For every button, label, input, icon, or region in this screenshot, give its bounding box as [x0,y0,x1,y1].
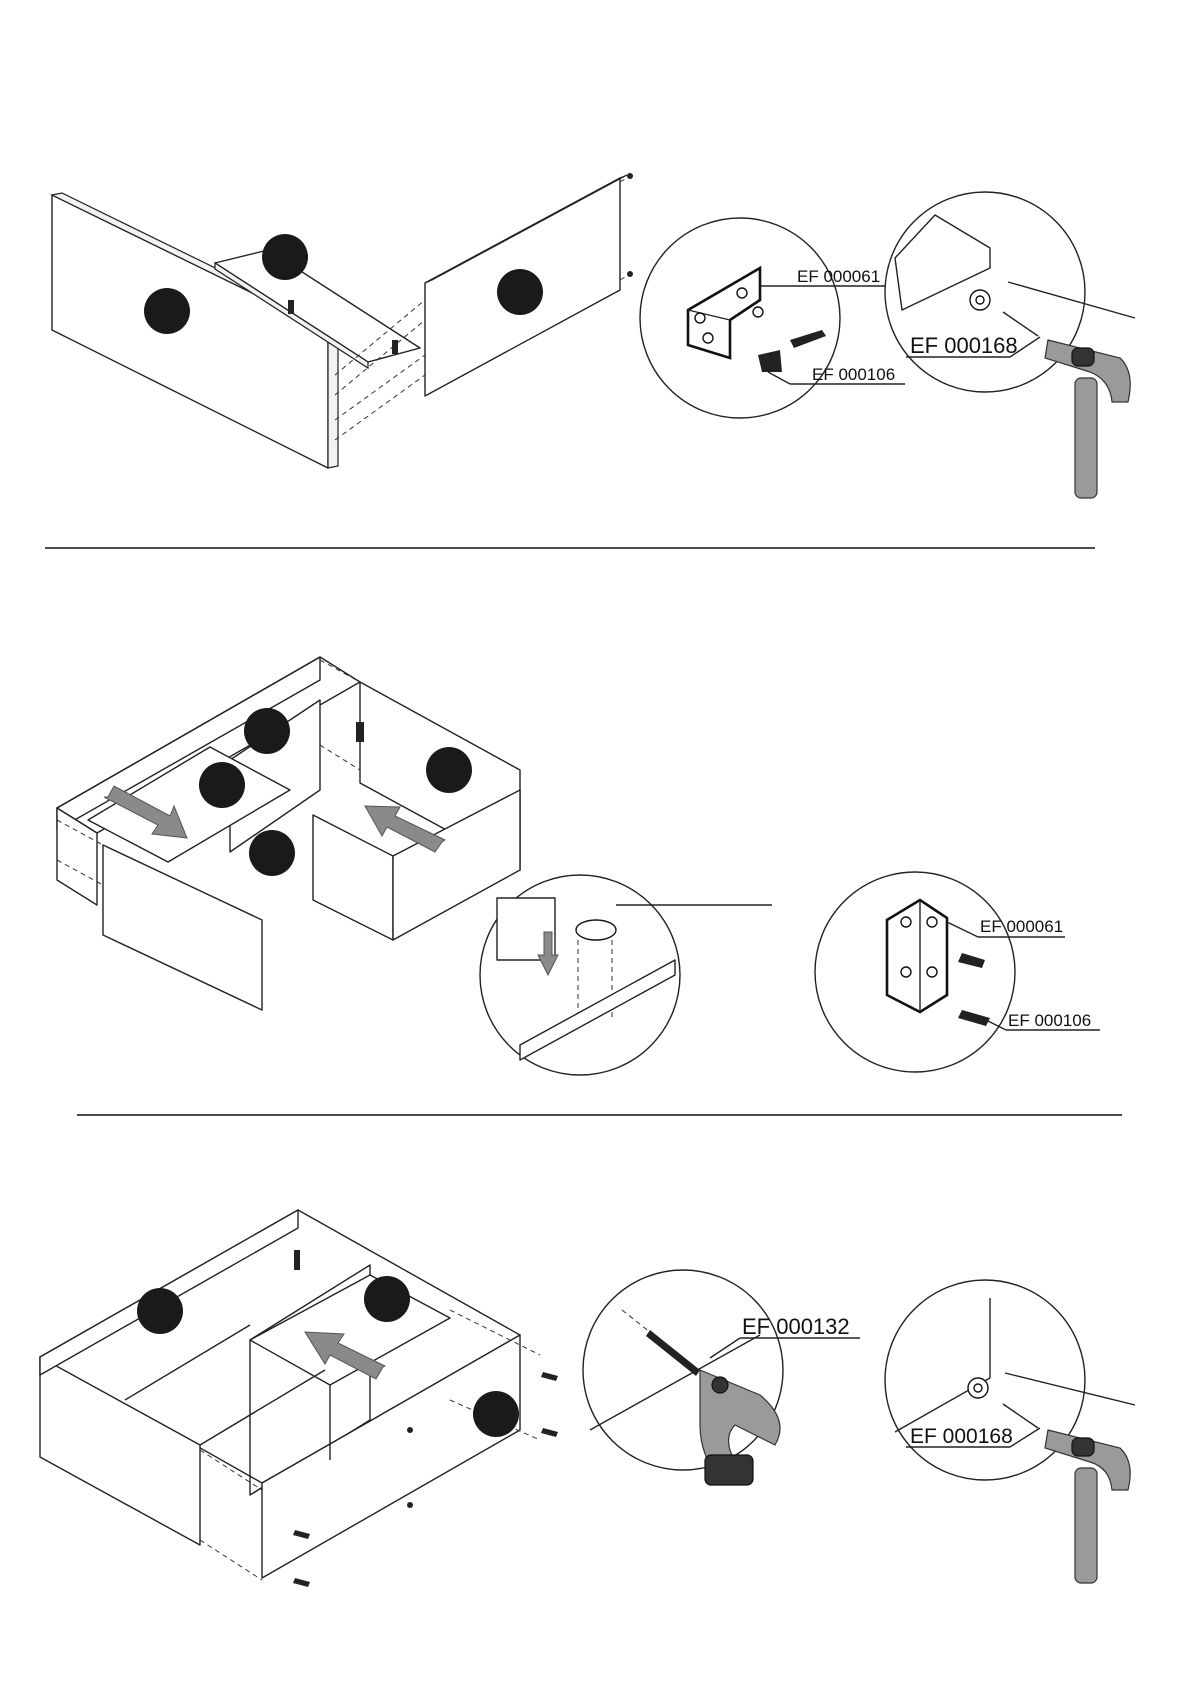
step3-drill-detail: EF 000132 [583,1270,860,1485]
part-badge-icon [364,1276,410,1322]
step-2: EF 000061 EF 000106 [57,657,1100,1075]
step1-nail-code: EF 000168 [910,333,1018,358]
step3-nail-code: EF 000168 [910,1425,1013,1448]
step-1: EF 000061 EF 000106 EF 000168 [52,173,1135,498]
step3-carcass [40,1210,520,1578]
part-badge-icon [199,762,245,808]
step2-bracket-code: EF 000061 [980,917,1063,936]
step3-nail-detail: EF 000168 [885,1280,1135,1583]
part-badge-icon [244,708,290,754]
hammer-icon [1045,1430,1130,1583]
dowel-detail-icon [480,875,772,1075]
hammer-icon [1045,340,1130,498]
part-badge-icon [426,747,472,793]
part-badge-icon [473,1391,519,1437]
step1-nail-detail: EF 000168 [885,192,1135,498]
step-3: EF 000132 EF 000168 [40,1210,1135,1587]
step2-bracket-detail: EF 000061 EF 000106 [815,872,1100,1072]
part-badge-icon [137,1288,183,1334]
part-badge-icon [497,269,543,315]
bracket-icon [887,900,947,1012]
part-badge-icon [262,234,308,280]
step3-drill-screw-code: EF 000132 [742,1314,850,1339]
step1-screw-code: EF 000106 [812,365,895,384]
step1-bracket-detail: EF 000061 EF 000106 [640,218,905,418]
step2-carcass [57,657,520,1010]
step2-screw-code: EF 000106 [1008,1011,1091,1030]
part-badge-icon [144,288,190,334]
step1-bracket-code: EF 000061 [797,267,880,286]
step1-left-panel [52,193,338,468]
part-badge-icon [249,830,295,876]
